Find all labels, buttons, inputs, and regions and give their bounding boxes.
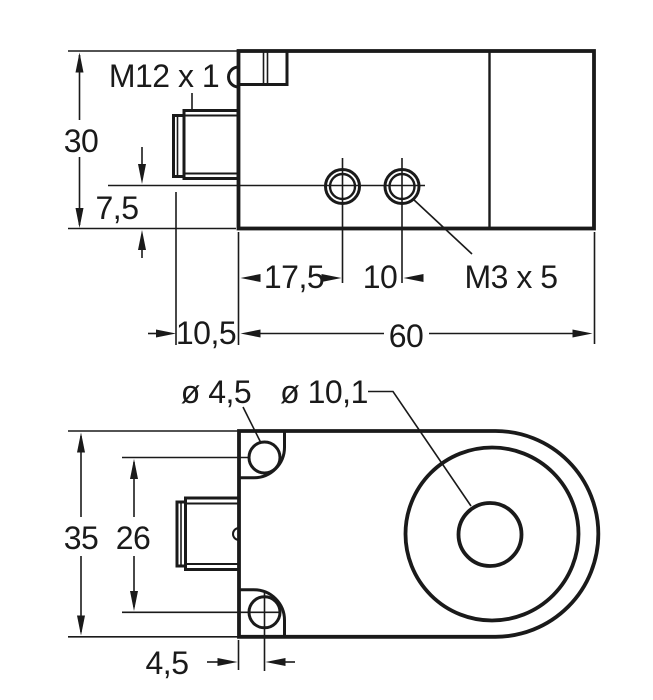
m12-connector-body <box>184 496 241 571</box>
arrowhead-right <box>156 329 176 338</box>
arrowhead-right <box>572 329 593 338</box>
arrowhead-up <box>77 432 85 453</box>
dim-label-connector-projection: 10,5 <box>176 315 236 351</box>
arrowhead-left <box>403 274 424 282</box>
dim-label-connector-thread: M12 x 1 <box>109 58 219 94</box>
side-view <box>108 49 596 283</box>
dim-label-hole-center-spacing: 26 <box>116 520 151 556</box>
upper-lug-step <box>239 431 286 480</box>
ring-face-circle <box>403 445 581 623</box>
sensor-body-outline <box>237 429 601 639</box>
front-view-dimensions: ø 4,5 ø 10,1 35 26 4,5 <box>64 374 472 681</box>
led-dome-profile <box>227 65 239 89</box>
arrowhead-down <box>138 164 146 184</box>
arrowhead-up <box>75 52 84 73</box>
arrowhead-up <box>130 459 138 479</box>
ring-bore-circle <box>456 501 524 568</box>
leader-line-bore <box>368 390 472 507</box>
dim-label-first-hole-offset: 17,5 <box>264 259 324 295</box>
arrowhead-left <box>240 274 261 282</box>
arrowhead-down <box>75 208 84 228</box>
arrowhead-left <box>240 329 261 338</box>
dim-label-mounting-thread: M3 x 5 <box>464 259 557 295</box>
arrowhead-left <box>265 658 286 666</box>
leader-line-mounting-hole <box>242 406 262 444</box>
dim-label-front-height: 35 <box>64 520 99 556</box>
lower-lug-step <box>239 588 286 637</box>
arrowhead-right <box>321 274 342 282</box>
arrowhead-up <box>138 230 146 250</box>
dim-label-bore-diameter: ø 10,1 <box>280 374 368 410</box>
leader-line-m3 <box>412 198 473 255</box>
dim-label-hole-axis-offset: 7,5 <box>96 190 139 226</box>
dim-label-mounting-hole-diameter: ø 4,5 <box>181 374 251 410</box>
arrowhead-down <box>130 591 138 611</box>
dim-label-body-height: 30 <box>64 123 99 159</box>
m12-connector-body <box>182 109 240 180</box>
dim-label-body-length: 60 <box>389 318 424 354</box>
arrowhead-right <box>217 658 238 666</box>
upper-mounting-hole <box>247 440 282 475</box>
side-view-dimensions: M12 x 1 30 7,5 10,5 60 17,5 10 <box>64 50 596 354</box>
dim-label-hole-spacing: 10 <box>363 259 398 295</box>
arrowhead-down <box>77 615 85 636</box>
front-view <box>175 429 601 671</box>
connector-keyway-notch <box>232 527 240 541</box>
dim-label-hole-edge-offset: 4,5 <box>146 645 189 681</box>
m12-connector-tip <box>172 114 186 178</box>
